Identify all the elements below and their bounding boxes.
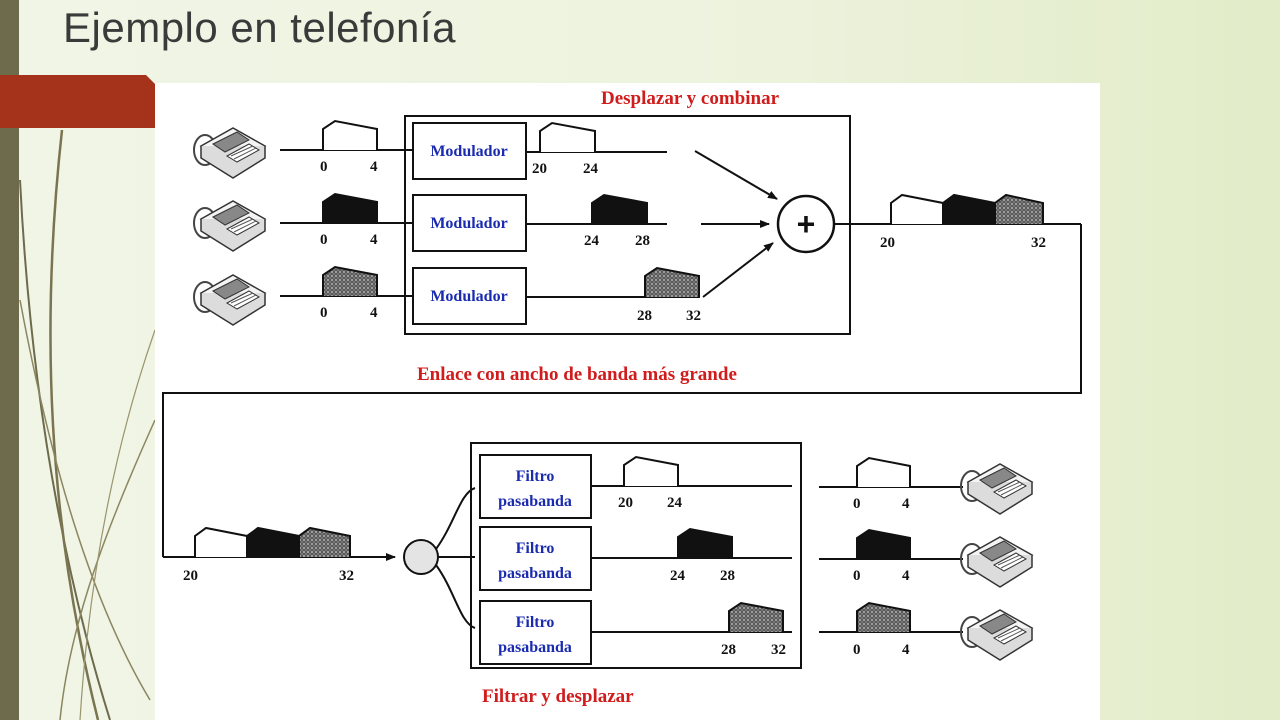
tick-label: 4: [902, 642, 910, 658]
tick-label: 0: [320, 305, 328, 321]
spectrum-white-received: [194, 526, 248, 557]
spectrum-white-combined: [890, 193, 944, 224]
left-sidebar-bar: [0, 0, 19, 720]
phone-icon: [193, 127, 266, 179]
spectrum-black-filtered: [677, 527, 733, 558]
tick-label: 4: [370, 305, 378, 321]
spectrum-black-received: [246, 526, 300, 557]
spectrum-white-out: [856, 456, 911, 487]
tick-label: 4: [902, 568, 910, 584]
decorative-curves: [19, 129, 156, 720]
tick-label: 32: [1031, 235, 1046, 251]
phone-icon: [960, 609, 1033, 661]
filter-label-line2: pasabanda: [498, 493, 572, 510]
spectrum-gray-shifted: [644, 266, 700, 297]
spectrum-white-shifted: [539, 121, 596, 152]
tick-label: 4: [902, 496, 910, 512]
tick-label: 20: [532, 161, 547, 177]
bottom-label: Filtrar y desplazar: [482, 686, 634, 707]
bandpass-filter: [479, 454, 592, 519]
title-accent-tab: [0, 75, 155, 128]
spectrum-gray-out: [856, 601, 911, 632]
phone-icon: [960, 463, 1033, 515]
filter-label-line1: Filtro: [516, 614, 555, 631]
filter-label-line1: Filtro: [516, 468, 555, 485]
tick-label: 20: [880, 235, 895, 251]
tick-label: 20: [618, 495, 633, 511]
slide-title: Ejemplo en telefonía: [63, 4, 456, 51]
spectrum-black-in: [322, 192, 378, 223]
filter-label-line2: pasabanda: [498, 639, 572, 656]
tick-label: 32: [339, 568, 354, 584]
filter-label-line2: pasabanda: [498, 565, 572, 582]
phone-icon: [193, 274, 266, 326]
modulator-label: Modulador: [430, 288, 507, 305]
tick-label: 0: [320, 159, 328, 175]
tick-label: 0: [320, 232, 328, 248]
modulator-label: Modulador: [430, 215, 507, 232]
fdm-diagram: Desplazar y combinar 0 4 Modulador 20 24…: [155, 83, 1100, 720]
spectrum-white-filtered: [623, 455, 679, 486]
modulator-label: Modulador: [430, 143, 507, 160]
tick-label: 20: [183, 568, 198, 584]
tick-label: 4: [370, 159, 378, 175]
tick-label: 0: [853, 642, 861, 658]
spectrum-white-in: [322, 119, 378, 150]
phone-icon: [960, 536, 1033, 588]
tick-label: 28: [720, 568, 735, 584]
tick-label: 28: [637, 308, 652, 324]
tick-label: 28: [721, 642, 736, 658]
bandpass-filter: [479, 526, 592, 591]
link-path: [162, 224, 1082, 557]
tick-label: 28: [635, 233, 650, 249]
tick-label: 4: [370, 232, 378, 248]
spectrum-gray-combined: [994, 193, 1044, 224]
splitter-junction: [403, 539, 439, 575]
spectrum-gray-in: [322, 265, 378, 296]
phone-icon: [193, 200, 266, 252]
tick-label: 24: [583, 161, 599, 177]
spectrum-black-shifted: [591, 193, 648, 224]
spectrum-black-combined: [942, 193, 996, 224]
tick-label: 32: [771, 642, 786, 658]
filter-label-line1: Filtro: [516, 540, 555, 557]
filter-box: [470, 442, 802, 669]
spectrum-gray-received: [298, 526, 351, 557]
modulator-box: [412, 194, 527, 252]
spectrum-gray-filtered: [728, 601, 784, 632]
tick-label: 24: [670, 568, 686, 584]
top-label: Desplazar y combinar: [601, 88, 780, 109]
sum-symbol: +: [797, 206, 816, 242]
tick-label: 0: [853, 568, 861, 584]
tick-label: 32: [686, 308, 701, 324]
spectrum-black-out: [856, 528, 911, 559]
middle-label: Enlace con ancho de banda más grande: [417, 364, 737, 385]
tick-label: 0: [853, 496, 861, 512]
tick-label: 24: [667, 495, 683, 511]
tick-label: 24: [584, 233, 600, 249]
